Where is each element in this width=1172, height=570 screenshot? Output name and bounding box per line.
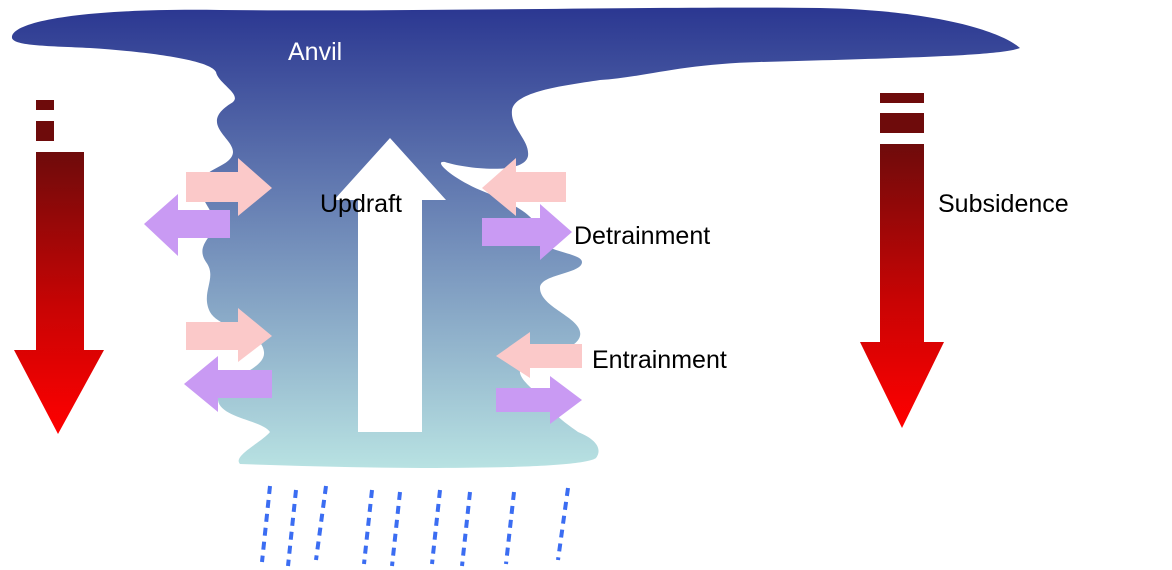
subsidence-label: Subsidence xyxy=(938,190,1069,218)
right-subsidence-arrow xyxy=(860,93,944,428)
detrainment-arrow-upper-left xyxy=(144,194,230,256)
detrainment-arrow-upper-right xyxy=(482,204,572,260)
updraft-label: Updraft xyxy=(320,190,402,218)
entrainment-label: Entrainment xyxy=(592,346,727,374)
entrainment-arrow-upper-left xyxy=(186,158,272,216)
updraft-arrow xyxy=(334,138,446,432)
detrainment-label: Detrainment xyxy=(574,222,710,250)
anvil-label: Anvil xyxy=(288,38,342,66)
entrainment-arrow-lower-right xyxy=(496,332,582,378)
entrainment-arrow-upper-right xyxy=(482,158,566,216)
left-subsidence-arrow xyxy=(14,100,104,434)
detrainment-arrow-lower-left xyxy=(184,356,272,412)
rain-streaks xyxy=(260,485,570,567)
entrainment-arrow-lower-left xyxy=(186,308,272,362)
detrainment-arrow-lower-right xyxy=(496,376,582,424)
